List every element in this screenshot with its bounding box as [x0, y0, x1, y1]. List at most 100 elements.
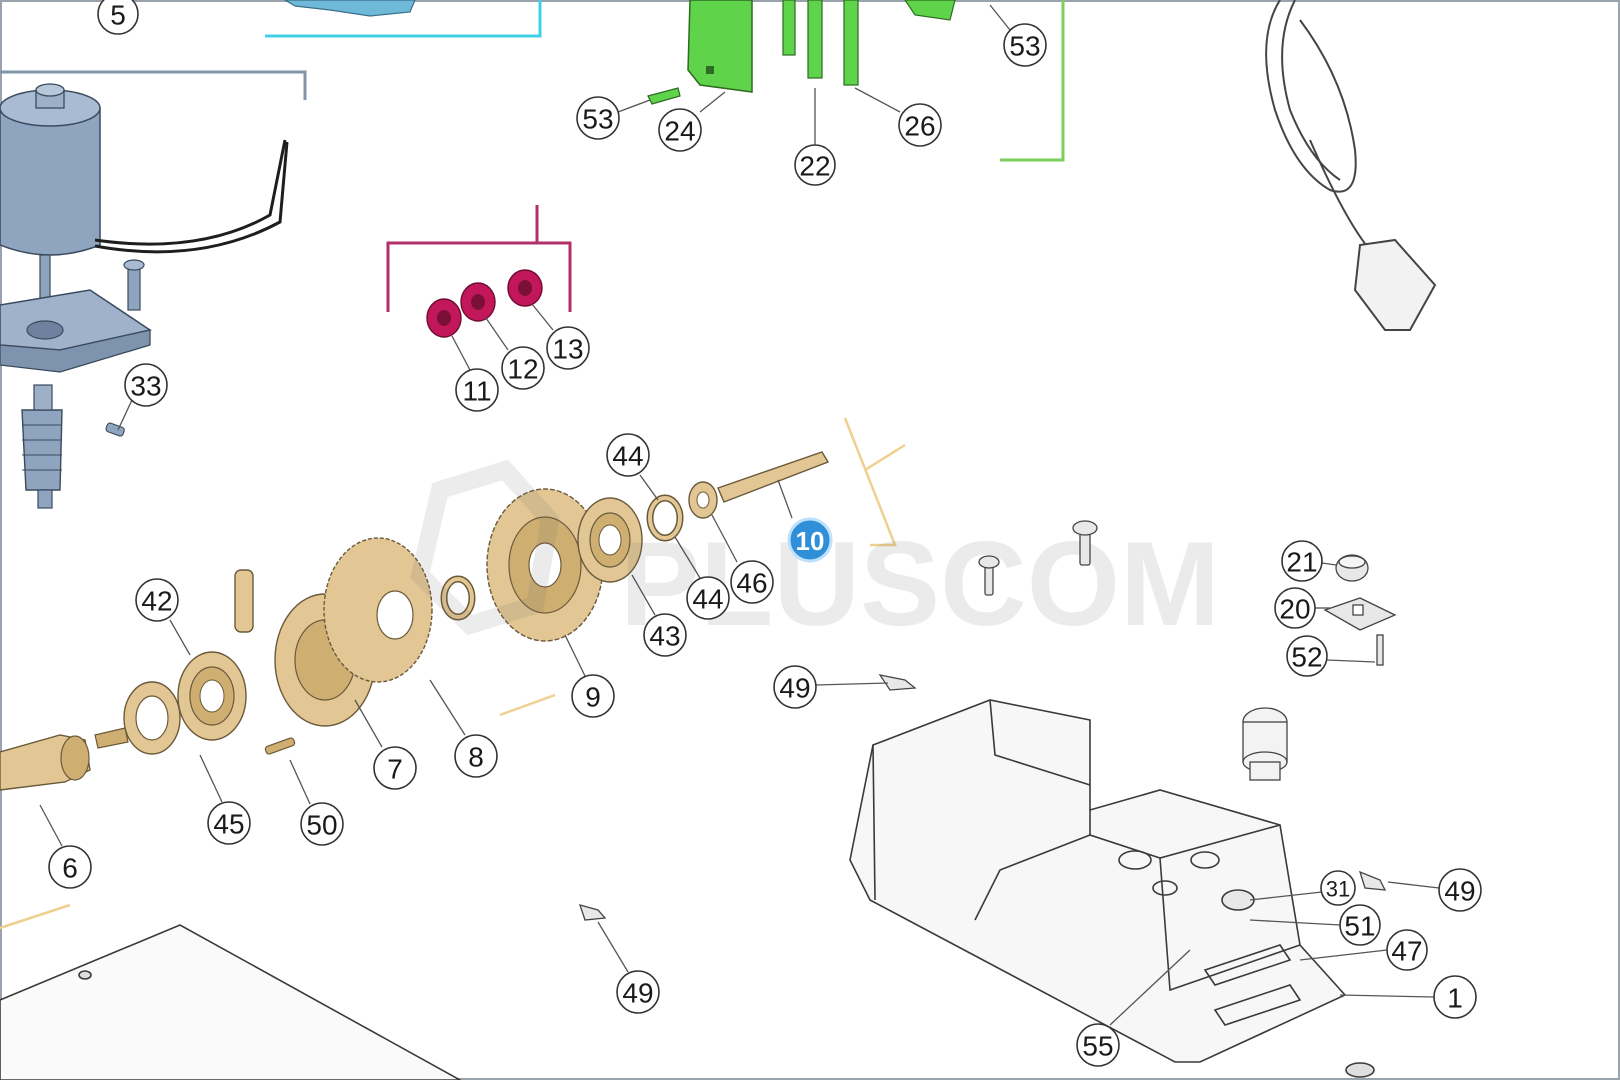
leader-line-53	[989, 4, 1011, 31]
callout-7[interactable]: 7	[373, 746, 417, 790]
callout-number: 49	[779, 673, 810, 704]
callout-number: 46	[736, 568, 767, 599]
leader-line-45	[199, 754, 223, 803]
leader-line-12	[485, 317, 509, 351]
callout-circle	[454, 734, 498, 778]
leader-line-44	[674, 536, 701, 579]
callout-10[interactable]: 10	[787, 517, 833, 563]
leader-line-6	[39, 804, 63, 847]
parts-21-20	[1323, 554, 1397, 631]
callout-circle	[606, 433, 650, 477]
callout-circle	[373, 746, 417, 790]
callout-circle	[207, 801, 251, 845]
callout-number: 9	[585, 682, 601, 713]
callout-circle	[135, 578, 179, 622]
callout-51[interactable]: 51	[1339, 904, 1381, 946]
callout-20[interactable]: 20	[1274, 587, 1316, 629]
group-bracket-pink	[386, 205, 572, 312]
callout-12[interactable]: 12	[501, 346, 545, 390]
leader-line-43	[631, 574, 656, 616]
group-bracket-slate	[0, 70, 307, 100]
callout-21[interactable]: 21	[1281, 540, 1323, 582]
callout-11[interactable]: 11	[455, 368, 499, 412]
callout-circle	[546, 326, 590, 370]
callout-circle	[455, 368, 499, 412]
leader-line-13	[531, 303, 554, 331]
callout-circle	[1433, 975, 1477, 1019]
leader-line-9	[564, 634, 586, 677]
callout-53[interactable]: 53	[1003, 23, 1047, 67]
pink-parts	[426, 269, 543, 338]
callout-52[interactable]: 52	[1286, 635, 1328, 677]
callout-1[interactable]: 1	[1433, 975, 1477, 1019]
callout-circle	[730, 560, 774, 604]
green-parts	[647, 0, 956, 105]
callout-number: 52	[1291, 642, 1322, 673]
callout-55[interactable]: 55	[1076, 1023, 1120, 1067]
leader-line-49	[1387, 881, 1440, 889]
callout-circle	[571, 674, 615, 718]
callout-number: 7	[387, 754, 403, 785]
callout-46[interactable]: 46	[730, 560, 774, 604]
callout-42[interactable]: 42	[135, 578, 179, 622]
group-bracket-green	[1000, 0, 1065, 162]
callout-45[interactable]: 45	[207, 801, 251, 845]
callout-9[interactable]: 9	[571, 674, 615, 718]
callout-circle	[1320, 870, 1356, 906]
leader-line-47	[1299, 949, 1388, 961]
callout-number: 6	[62, 853, 78, 884]
cyan-part-fragment	[283, 0, 416, 17]
callout-circle	[1286, 635, 1328, 677]
callout-number: 50	[306, 810, 337, 841]
callout-number: 24	[664, 116, 695, 147]
callout-number: 26	[904, 111, 935, 142]
group-bracket-gold	[0, 417, 906, 930]
leader-line-24	[699, 91, 726, 113]
callout-33[interactable]: 33	[124, 363, 168, 407]
callout-number: 53	[1009, 31, 1040, 62]
callout-5[interactable]: 5	[97, 0, 139, 35]
callout-44[interactable]: 44	[686, 576, 730, 620]
callout-number: 8	[468, 742, 484, 773]
callout-circle	[787, 517, 833, 563]
callout-49[interactable]: 49	[616, 970, 660, 1014]
leader-lines	[39, 4, 1440, 1026]
callout-6[interactable]: 6	[48, 845, 92, 889]
callout-circle	[1438, 868, 1482, 912]
leader-line-26	[854, 87, 901, 113]
leader-line-50	[289, 759, 311, 805]
callout-number: 10	[796, 526, 825, 556]
callout-31[interactable]: 31	[1320, 870, 1356, 906]
leader-line-52	[1326, 659, 1376, 663]
callout-number: 45	[213, 809, 244, 840]
callout-50[interactable]: 50	[300, 802, 344, 846]
callout-47[interactable]: 47	[1386, 929, 1428, 971]
callout-43[interactable]: 43	[643, 613, 687, 657]
bottom-plate	[0, 924, 462, 1080]
callout-circle	[1281, 540, 1323, 582]
leader-line-51	[1249, 919, 1341, 926]
callout-22[interactable]: 22	[794, 144, 836, 186]
callout-49[interactable]: 49	[1438, 868, 1482, 912]
callout-number: 12	[507, 354, 538, 385]
callout-circle	[1076, 1023, 1120, 1067]
callout-circle	[576, 96, 620, 140]
gear-train	[0, 451, 830, 791]
leader-line-21	[1321, 562, 1337, 566]
leader-line-10	[777, 479, 793, 519]
callout-44[interactable]: 44	[606, 433, 650, 477]
callout-8[interactable]: 8	[454, 734, 498, 778]
leader-line-31	[1249, 891, 1323, 901]
callout-number: 11	[462, 376, 491, 407]
callout-24[interactable]: 24	[658, 108, 702, 152]
callout-number: 44	[692, 584, 723, 615]
callout-26[interactable]: 26	[898, 103, 942, 147]
callout-53[interactable]: 53	[576, 96, 620, 140]
callout-13[interactable]: 13	[546, 326, 590, 370]
callout-circle	[773, 665, 817, 709]
callout-circle	[48, 845, 92, 889]
callout-49[interactable]: 49	[773, 665, 817, 709]
callout-circle	[97, 0, 139, 35]
callout-number: 47	[1391, 936, 1422, 967]
callout-circle	[300, 802, 344, 846]
